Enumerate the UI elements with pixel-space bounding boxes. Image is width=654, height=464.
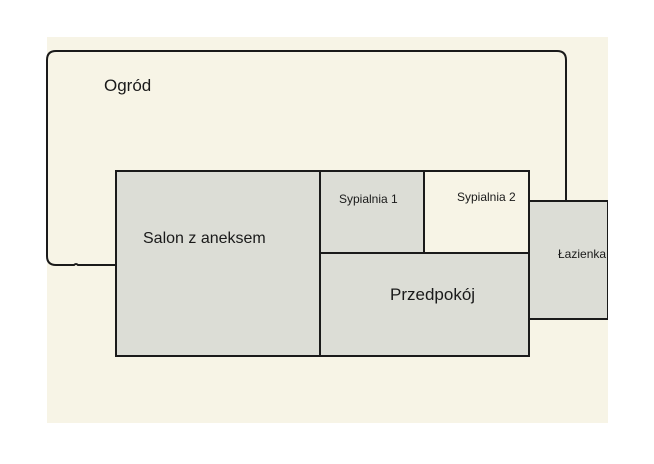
living-room-label: Salon z aneksem xyxy=(143,230,266,247)
crop-mask xyxy=(608,190,654,330)
hallway-label: Przedpokój xyxy=(390,285,475,304)
room-bedroom-2 xyxy=(423,170,530,254)
bathroom-label: Łazienka xyxy=(558,247,606,261)
room-bedroom-1 xyxy=(319,170,425,254)
room-living xyxy=(115,170,321,357)
room-hallway xyxy=(319,252,530,357)
room-bathroom xyxy=(528,200,609,320)
bedroom-1-label: Sypialnia 1 xyxy=(339,192,398,206)
garden-label: Ogród xyxy=(104,76,151,95)
bedroom-2-label: Sypialnia 2 xyxy=(457,190,516,204)
